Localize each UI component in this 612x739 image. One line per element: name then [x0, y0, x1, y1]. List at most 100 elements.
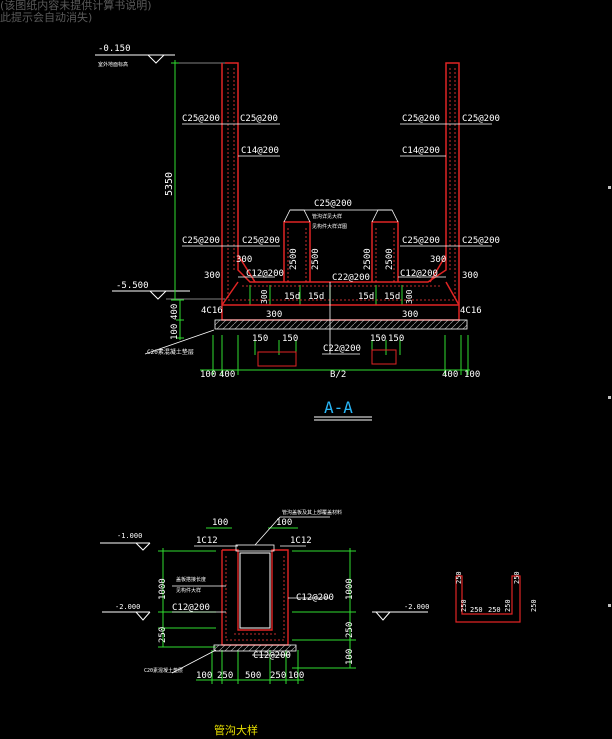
dim-150-4: 150	[388, 334, 404, 344]
trench-c12-left: C12@200	[172, 603, 210, 613]
trench-side-note-2: 见构件大样	[176, 587, 201, 594]
dim-15d-4: 15d	[384, 292, 400, 302]
small-u-dim-2: 250	[513, 571, 521, 584]
small-u-dim-6: 250	[504, 599, 512, 612]
trench-dim-250-b2: 250	[270, 671, 286, 681]
trench-detail: -1.000 -2.000 -2.000	[100, 509, 429, 737]
dim-300-left-outer: 300	[204, 271, 220, 281]
dim-100-right: 100	[464, 370, 480, 380]
trench-dim-1000-left: 1000	[158, 578, 168, 600]
elev-top-label: -0.150	[98, 44, 131, 54]
trench-1c12-left: 1C12	[196, 536, 218, 546]
small-u-dim-5: 250	[488, 606, 501, 614]
dim-2500-1: 2500	[289, 248, 299, 270]
dim-slab: 400	[170, 304, 180, 320]
trench-c12-bottom: C12@200	[253, 651, 291, 661]
trench-top-note: 管沟盖板及其上部覆盖材料	[282, 509, 342, 516]
trench-cushion-note: C20素混凝土垫层	[144, 667, 183, 674]
rebar-c12-right: C12@200	[400, 269, 438, 279]
elevation-marker-top: -0.150 室外地面标高	[95, 44, 225, 68]
rebar-4c16-right: 4C16	[460, 306, 482, 316]
dim-150-3: 150	[370, 334, 386, 344]
trench-cushion	[213, 644, 297, 652]
rebar-c25-left-low-in: C25@200	[242, 236, 280, 246]
small-u-section: 250 250 250 250 250 250 250	[455, 571, 538, 623]
trench-cover	[235, 544, 275, 552]
dim-100-left: 100	[200, 370, 216, 380]
section-title: A-A	[324, 398, 353, 417]
small-rect-left	[257, 351, 297, 367]
small-u-dim-7: 250	[530, 599, 538, 612]
dim-2500-2: 2500	[311, 248, 321, 270]
small-u-dim-4: 250	[470, 606, 483, 614]
dim-300-base-right: 300	[402, 310, 418, 320]
hint-line-1: (该图纸内容未提供计算书说明)	[0, 0, 152, 12]
dim-cushion: 100	[170, 324, 180, 340]
rebar-c14-right: C14@200	[402, 146, 440, 156]
dim-150-1: 150	[252, 334, 268, 344]
dim-400-left: 400	[219, 370, 235, 380]
trench-dim-250-b1: 250	[217, 671, 233, 681]
rebar-c25-right-inner: C25@200	[402, 114, 440, 124]
small-u-dim-1: 250	[455, 571, 463, 584]
trench-c12-right: C12@200	[296, 593, 334, 603]
trench-rebar	[225, 556, 285, 641]
hint-line-2: 此提示会自动消失)	[0, 11, 93, 24]
rebar-c25-right-low-in: C25@200	[402, 236, 440, 246]
dim-span: B/2	[330, 370, 346, 380]
trench-inner-box	[239, 552, 271, 629]
rebar-c25-right-outer: C25@200	[462, 114, 500, 124]
dim-300-v-right: 300	[405, 289, 414, 304]
trench-leaders	[171, 516, 330, 674]
groove-top-frames	[283, 209, 399, 223]
dim-300-right-outer: 300	[462, 271, 478, 281]
cushion-layer	[214, 319, 468, 330]
rebar-c25-center: C25@200	[314, 199, 352, 209]
dim-2500-4: 2500	[385, 248, 395, 270]
dim-300-base-left: 300	[266, 310, 282, 320]
rebar-c25-right-low: C25@200	[462, 236, 500, 246]
trench-elev-right: -2.000	[372, 603, 429, 621]
trench-elev-mid: -2.000	[102, 603, 151, 621]
trench-elev-top: -1.000	[100, 532, 151, 551]
dim-150-2: 150	[282, 334, 298, 344]
dim-2500-3: 2500	[363, 248, 373, 270]
trench-elev-right-label: -2.000	[404, 603, 429, 611]
trench-labels: 100 100 管沟盖板及其上部覆盖材料 1C12 1C12 盖板搭接长度 见构…	[144, 509, 342, 681]
rebar-c12-left: C12@200	[246, 269, 284, 279]
trench-dim-100-b2: 100	[288, 671, 304, 681]
elevation-marker-bottom: -5.500	[112, 281, 225, 300]
edge-dot-2	[608, 396, 611, 399]
small-rect-right	[371, 349, 397, 365]
section-labels: C25@200 C25@200 C25@200 C25@200 C14@200 …	[147, 114, 500, 380]
leaders	[144, 123, 492, 355]
dim-15d-2: 15d	[308, 292, 324, 302]
trench-dim-250-right: 250	[345, 622, 355, 638]
small-u-dim-3: 250	[460, 599, 468, 612]
groove-note-2: 见构件大样详图	[312, 223, 347, 230]
dim-300-left: 300	[236, 255, 252, 265]
edge-dot-1	[608, 186, 611, 189]
trench-dim-100-b1: 100	[196, 671, 212, 681]
edge-dot-3	[608, 604, 611, 607]
trench-dim-250-left: 250	[158, 627, 168, 643]
trench-dim-500: 500	[245, 671, 261, 681]
trench-dim-100-right: 100	[276, 518, 292, 528]
auto-hide-hint: (该图纸内容未提供计算书说明) 此提示会自动消失)	[0, 0, 152, 24]
cushion-note: C20素混凝土垫层	[147, 348, 194, 356]
trench-title: 管沟大样	[214, 723, 258, 737]
rebar-c22-bottom: C22@200	[323, 344, 361, 354]
trench-dim-100-left: 100	[212, 518, 228, 528]
rebar-c22-center: C22@200	[332, 273, 370, 283]
dim-300-right: 300	[430, 255, 446, 265]
trench-side-note-1: 盖板搭接长度	[176, 576, 206, 583]
elev-bottom-label: -5.500	[116, 281, 149, 291]
dim-400-right: 400	[442, 370, 458, 380]
rebar-c25-left-inner: C25@200	[240, 114, 278, 124]
small-u-labels: 250 250 250 250 250 250 250	[455, 571, 538, 614]
trench-elev-top-label: -1.000	[117, 532, 142, 540]
rebar-c14-left: C14@200	[241, 146, 279, 156]
groove-note-1: 管沟详见大样	[312, 213, 342, 220]
trench-outline	[221, 549, 289, 646]
